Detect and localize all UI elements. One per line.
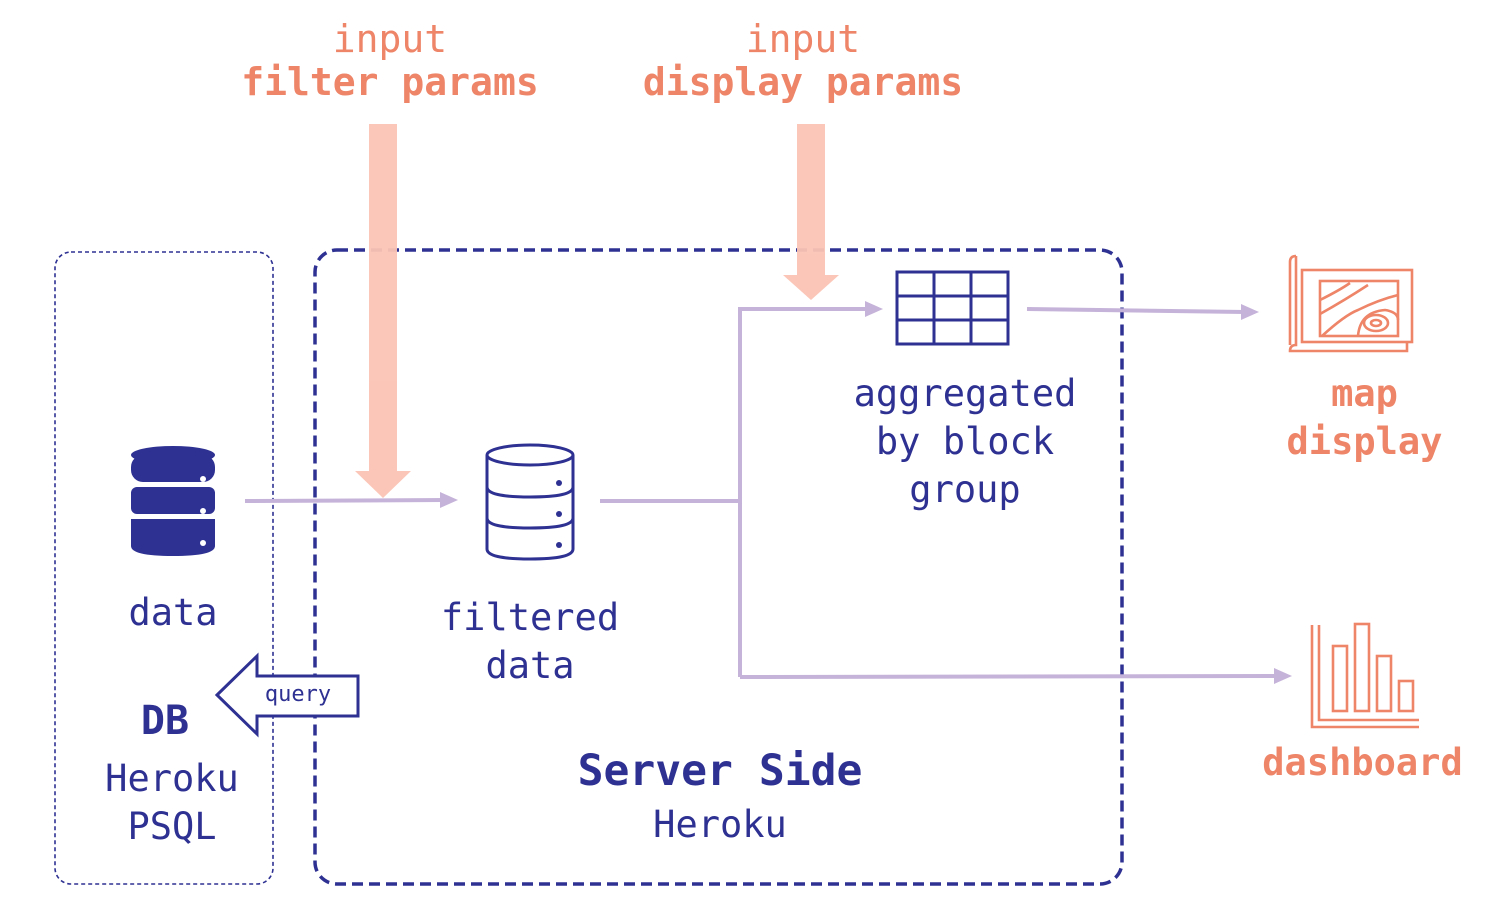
arrowhead-filtered [440, 492, 458, 508]
table-grid-icon [895, 270, 1010, 346]
database-outline-dots [556, 480, 562, 548]
filtered-line2: data [485, 644, 575, 687]
display-input-line2: display params [642, 60, 964, 104]
map-line1: map [1331, 372, 1398, 415]
flow-to-dashboard [739, 674, 1279, 679]
aggregated-line3: group [909, 468, 1021, 511]
db-subtitle-heroku: Heroku [105, 757, 239, 800]
server-container [313, 248, 1124, 886]
query-arrow-icon [214, 652, 360, 738]
filtered-data-label: filtered data [418, 594, 642, 690]
dashboard-label: dashboard [1262, 741, 1463, 784]
filter-input-label: input filter params [225, 20, 555, 106]
aggregated-line2: by block [875, 420, 1055, 463]
server-title: Server Side [577, 746, 863, 796]
query-label: query [264, 682, 332, 707]
arrowhead-dashboard [1274, 668, 1292, 684]
bar-chart-icon [1310, 622, 1419, 729]
database-icon [131, 446, 215, 556]
flow-lines [244, 307, 1279, 679]
flow-db-to-filtered [244, 498, 446, 503]
map-icon [1288, 254, 1414, 353]
server-subtitle: Heroku [653, 803, 787, 846]
arrowhead-map [1241, 304, 1259, 320]
flow-agg-to-map [1026, 307, 1246, 314]
database-outline-icon [485, 443, 575, 561]
db-subtitle-psql: PSQL [127, 805, 217, 848]
aggregated-line1: aggregated [853, 372, 1077, 415]
filter-input-line2: filter params [241, 60, 539, 104]
db-data-label: data [128, 591, 218, 634]
map-line2: display [1286, 420, 1443, 463]
arrowhead-aggregated [865, 301, 883, 317]
db-title: DB [140, 698, 190, 744]
aggregated-label: aggregated by block group [835, 370, 1095, 514]
map-display-label: map display [1262, 370, 1467, 466]
input-arrow-display [783, 124, 839, 300]
display-input-label: input display params [623, 20, 983, 106]
input-arrow-filter [355, 124, 411, 498]
filter-input-line1: input [332, 17, 448, 61]
filtered-line1: filtered [440, 596, 620, 639]
flow-arrowheads [440, 301, 1292, 684]
db-container [54, 251, 274, 885]
display-input-line1: input [745, 17, 861, 61]
flow-to-aggregated [738, 307, 870, 677]
